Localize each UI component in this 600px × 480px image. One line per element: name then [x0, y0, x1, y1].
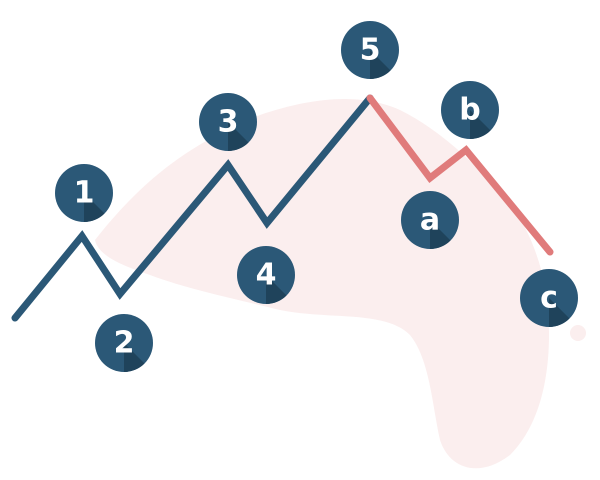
impulse-wave-line [11, 94, 374, 322]
wave-marker-shadow [266, 275, 295, 304]
wave-marker-shadow [84, 193, 113, 222]
wave-label-4: 4 [256, 258, 277, 293]
wave-marker-shadow [370, 50, 399, 79]
wave-marker-shadow [228, 122, 257, 151]
wave-label-2: 2 [114, 326, 135, 361]
wave-marker-1: 1 [55, 164, 113, 222]
wave-marker-5: 5 [341, 21, 399, 79]
wave-marker-shadow [470, 110, 499, 139]
wave-marker-2: 2 [95, 314, 153, 372]
wave-marker-c: c [520, 269, 578, 327]
wave-label-a: a [420, 203, 440, 238]
wave-label-b: b [459, 93, 480, 128]
corrective-wave-line [366, 94, 554, 256]
wave-marker-shadow [124, 343, 153, 372]
wave-label-1: 1 [74, 176, 95, 211]
wave-marker-a: a [401, 191, 459, 249]
wave-marker-shadow [549, 298, 578, 327]
wave-marker-3: 3 [199, 93, 257, 151]
wave-label-5: 5 [360, 33, 381, 68]
wave-marker-b: b [441, 81, 499, 139]
wave-marker-shadow [430, 220, 459, 249]
wave-label-3: 3 [218, 105, 239, 140]
background-dot [570, 325, 586, 341]
wave-label-c: c [540, 281, 558, 316]
wave-marker-4: 4 [237, 246, 295, 304]
